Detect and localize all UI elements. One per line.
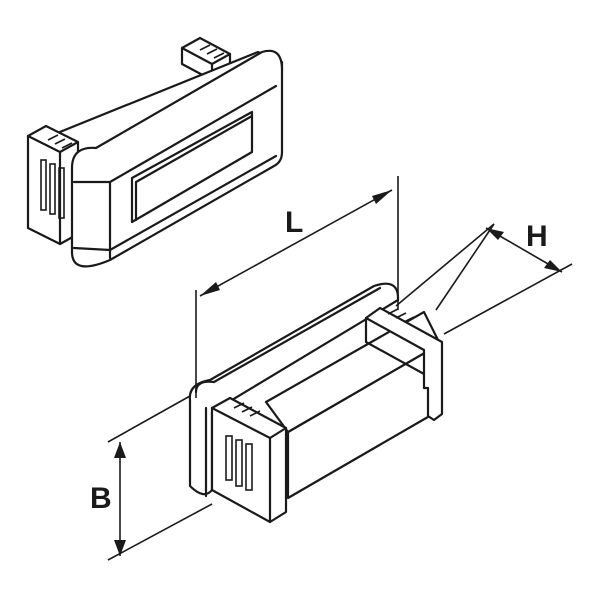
dimension-label-height: H <box>526 220 548 253</box>
end-cap-rear-view <box>188 282 444 524</box>
dimension-label-width: B <box>90 482 112 515</box>
dimension-width: B <box>90 395 213 561</box>
dimension-height: H <box>395 220 573 335</box>
dimension-label-length: L <box>285 206 303 239</box>
dimension-length: L <box>195 176 399 398</box>
end-cap-front-view <box>26 36 284 268</box>
